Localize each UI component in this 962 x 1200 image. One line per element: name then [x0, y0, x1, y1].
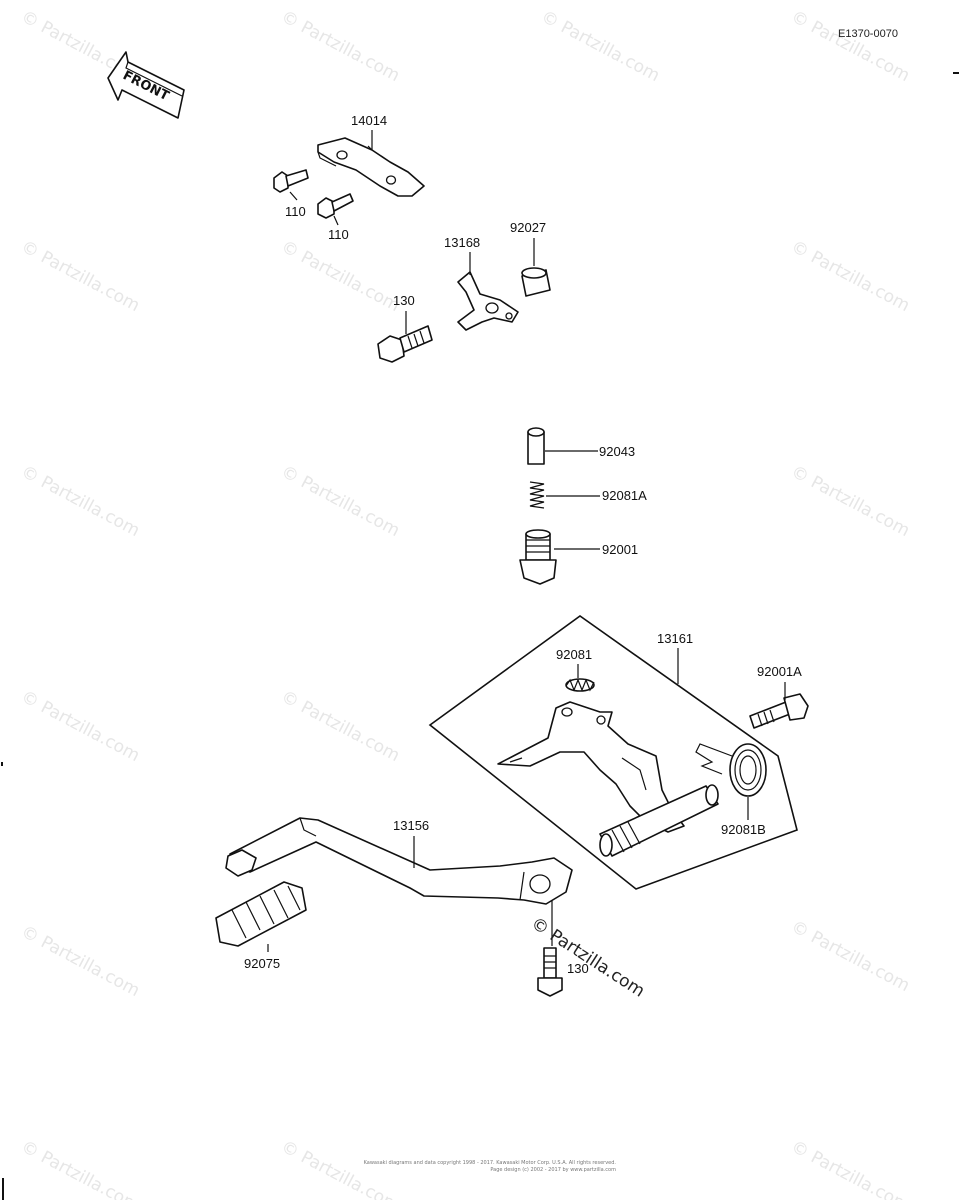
footer-copyright: Kawasaki diagrams and data copyright 199… — [364, 1160, 617, 1166]
part-label: 110 — [328, 227, 349, 242]
watermark: © Partzilla.com — [18, 1137, 143, 1200]
part-92081A-spring — [529, 481, 545, 509]
part-92027 — [521, 267, 551, 297]
part-label: 92001 — [602, 542, 638, 557]
watermark: © Partzilla.com — [18, 462, 143, 541]
part-label: 92027 — [510, 220, 546, 235]
watermark: © Partzilla.com — [278, 237, 403, 316]
watermarks: © Partzilla.com © Partzilla.com © Partzi… — [18, 7, 913, 1200]
part-13156-pedal — [225, 817, 573, 905]
part-label: 92043 — [599, 444, 635, 459]
watermark: © Partzilla.com — [18, 687, 143, 766]
part-label: 92081A — [602, 488, 647, 503]
leader-line — [333, 215, 339, 226]
footer-copyright: Page design (c) 2002 - 2017 by www.partz… — [490, 1167, 616, 1173]
edge-mark — [2, 1178, 4, 1200]
part-130-bolt — [537, 947, 563, 997]
part-14014 — [317, 137, 425, 197]
part-label: 92075 — [244, 956, 280, 971]
part-label: 130 — [567, 961, 589, 976]
watermark: © Partzilla.com — [278, 7, 403, 86]
part-92001A — [749, 693, 809, 729]
part-label: 110 — [285, 204, 306, 219]
part-label: 13168 — [444, 235, 480, 250]
front-arrow-icon: FRONT — [107, 51, 185, 119]
part-label: 14014 — [351, 113, 387, 128]
watermark: © Partzilla.com — [538, 7, 663, 86]
diagram-code: E1370-0070 — [838, 28, 898, 40]
watermark: © Partzilla.com — [278, 462, 403, 541]
part-label: 13161 — [657, 631, 693, 646]
watermark: © Partzilla.com — [788, 462, 913, 541]
watermark: © Partzilla.com — [788, 1137, 913, 1200]
watermark: © Partzilla.com — [788, 917, 913, 996]
watermark: © Partzilla.com — [18, 922, 143, 1001]
watermark: © Partzilla.com — [788, 7, 913, 86]
watermark: © Partzilla.com — [18, 237, 143, 316]
assembly-outline — [428, 615, 798, 890]
part-92081B-spring — [695, 743, 767, 797]
leader-line — [289, 191, 298, 201]
part-92001 — [519, 529, 557, 585]
part-92081-spring — [565, 678, 595, 692]
watermark: © Partzilla.com — [278, 687, 403, 766]
part-label: 130 — [393, 293, 415, 308]
part-label: 92001A — [757, 664, 802, 679]
part-110-bolt — [273, 169, 309, 193]
watermark: © Partzilla.com — [788, 237, 913, 316]
edge-mark — [953, 72, 959, 74]
part-shift-shaft — [599, 784, 719, 857]
part-label: 13156 — [393, 818, 429, 833]
edge-mark — [1, 762, 3, 766]
part-110-bolt — [317, 193, 354, 219]
part-label: 92081 — [556, 647, 592, 662]
part-label: 92081B — [721, 822, 766, 837]
part-92043 — [527, 427, 545, 465]
part-92075-rubber — [215, 881, 307, 947]
part-130-bolt — [377, 325, 433, 363]
watermark: © Partzilla.com — [278, 1137, 403, 1200]
part-13168 — [457, 271, 519, 331]
